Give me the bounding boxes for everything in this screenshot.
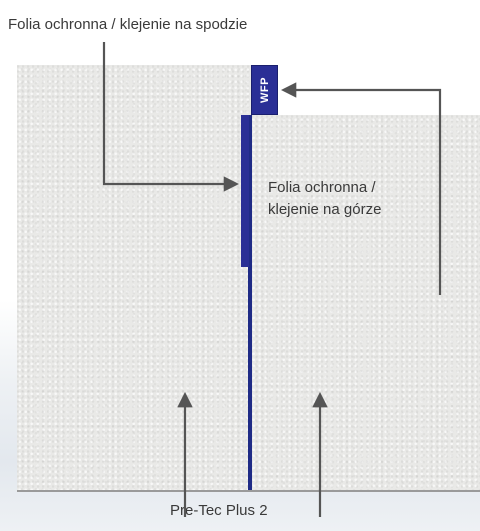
label-foil-bottom: Folia ochronna / klejenie na spodzie [8,16,248,33]
label-foil-top: Folia ochronna / klejenie na górze [268,179,382,218]
arrow-foil-bottom [102,42,240,192]
panel-joint-line [248,115,252,491]
baseline [17,490,480,492]
wfp-tag: WFP [251,65,278,115]
protective-foil-strip [241,115,249,267]
left-panel [17,65,251,491]
label-product: Pre-Tec Plus 2 [170,502,268,519]
right-panel [251,115,480,491]
arrow-wfp-tag [280,82,442,295]
